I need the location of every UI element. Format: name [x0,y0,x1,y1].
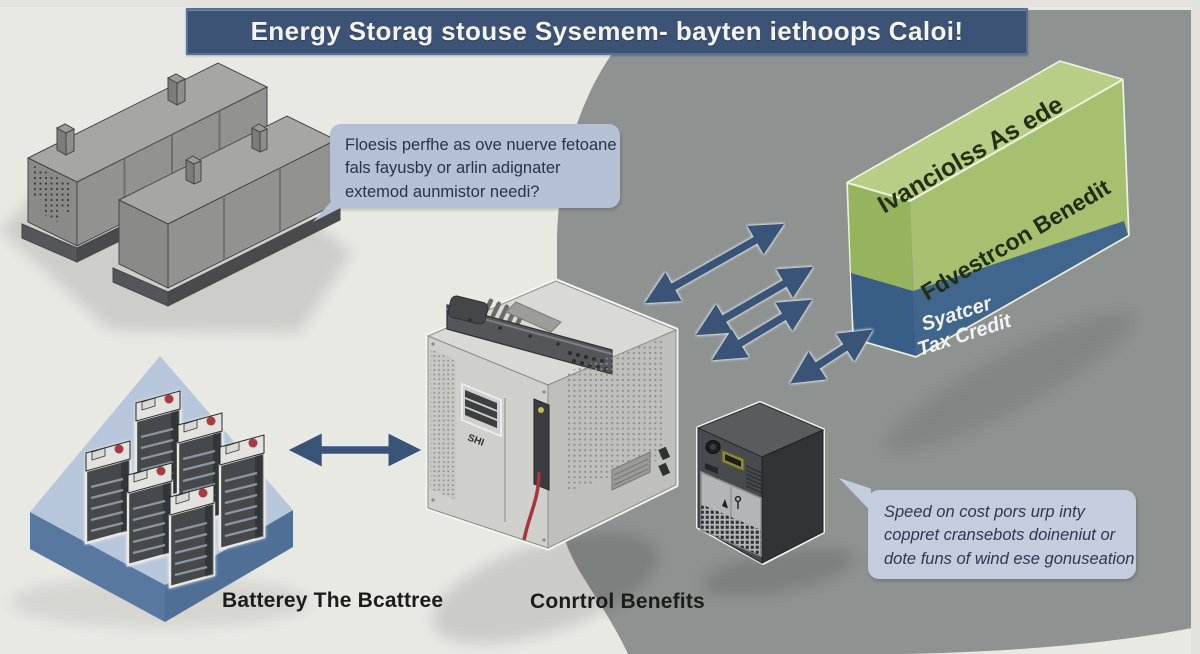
mesh-grille [701,504,761,556]
inverter-unit: SHI [425,278,679,551]
bubble-text-line: extemod aunmistor needi? [345,182,540,201]
battery-tower [126,462,174,567]
speech-bubble-left: Floesis perfhe as ove nuerve fetoane fal… [313,124,620,222]
vent-chimney [250,123,269,153]
status-display [721,449,745,472]
vent-chimney [166,73,187,106]
frame-edge-top [0,0,1200,7]
bubble-text-line: Floesis perfhe as ove nuerve fetoane [345,136,617,154]
battery-tower [168,484,216,589]
top-inset-panel [505,301,562,333]
perforated-panel [566,338,664,492]
door-labels [461,382,502,438]
bubble-text-line: fals fayusby or arlin adignater [345,159,561,178]
connector-port [658,462,671,477]
battery-container-row-front [112,115,341,307]
battery-tower-cluster [84,390,266,589]
vent-grille [745,465,763,494]
double-arrow-3 [711,299,813,361]
benefit-box: Ivanciolss As ede Fdvestrcon Benedit Sya… [846,60,1130,361]
access-panel [700,470,762,558]
connector-port [658,446,671,461]
door-handle [522,398,550,541]
bubble-text-line: dote funs of wind ese gonuseation [884,549,1135,568]
title-banner: Energy Storag stouse Sysemem- bayten iet… [186,8,1028,55]
speech-bubble-right: Speed on cost pors urp inty coppret cran… [839,478,1136,579]
battery-tower [84,440,132,545]
frame-edge-right [1191,0,1200,654]
bubble-text-line: Speed on cost pors urp inty [884,503,1085,521]
vent-chimney [184,155,203,185]
caption-battery: Batterey The Bcattree [222,589,444,612]
battery-tower [218,434,266,551]
page-title: Energy Storag stouse Sysemem- bayten iet… [250,16,964,46]
vent-chimney [55,123,76,156]
control-unit [696,401,825,565]
caption-control: Conrtrol Benefits [530,590,705,613]
key-icon [734,495,742,509]
double-arrow-4 [790,329,873,384]
double-arrow-1 [644,223,785,304]
flow-arrows [288,223,873,467]
bottom-vent [611,451,651,491]
cable-rail [446,295,613,375]
red-cable [522,471,541,541]
bubble-text-line: coppret cransebots doineniut or [884,526,1116,545]
warning-icon [722,499,728,509]
